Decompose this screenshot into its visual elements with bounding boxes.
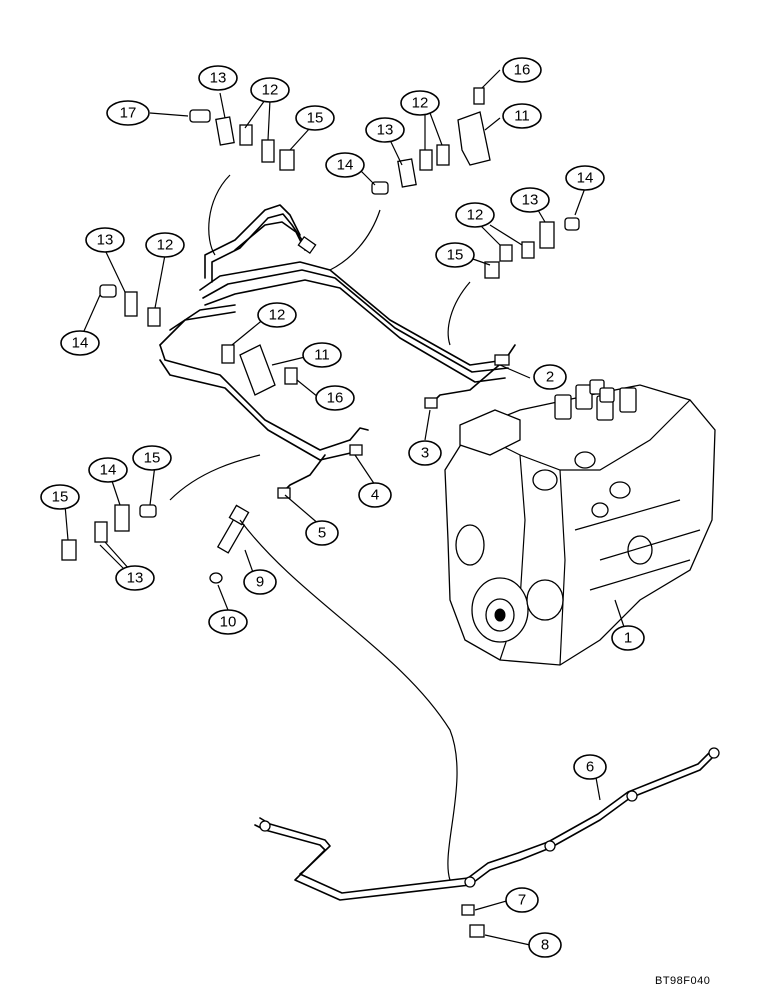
callout-13: 13	[510, 187, 550, 213]
callout-13: 13	[198, 65, 238, 91]
callout-label: 12	[157, 237, 174, 254]
callout-13: 14	[88, 457, 128, 483]
callouts: 17 13 12 15 16 11 12 13 14 14 13 12 15 1…	[40, 57, 645, 958]
callout-13: 13	[85, 227, 125, 253]
callout-12: 12	[400, 90, 440, 116]
callout-label: 15	[52, 489, 69, 506]
injection-pump	[444, 379, 716, 666]
callout-label: 8	[541, 937, 549, 954]
callout-label: 13	[97, 232, 114, 249]
callout-label: 14	[72, 335, 89, 352]
callout-14: 15	[132, 445, 172, 471]
callout-12: 12	[455, 202, 495, 228]
clamp-hardware	[61, 87, 580, 938]
callout-12: 12	[145, 232, 185, 258]
callout-label: 15	[447, 247, 464, 264]
callout-label: 6	[586, 759, 594, 776]
callout-13: 13	[365, 117, 405, 143]
callout-14: 14	[565, 165, 605, 191]
callout-11: 11	[302, 342, 342, 368]
callout-label: 4	[371, 487, 379, 504]
callout-16: 16	[502, 57, 542, 83]
callout-label: 12	[262, 82, 279, 99]
callout-label: 12	[269, 307, 286, 324]
callout-8: 8	[528, 932, 562, 958]
callout-label: 13	[522, 192, 539, 209]
callout-15: 15	[40, 484, 80, 510]
callout-7: 7	[505, 887, 539, 913]
callout-1: 1	[611, 625, 645, 651]
leader-lines	[64, 69, 626, 946]
callout-16: 16	[315, 385, 355, 411]
callout-14: 14	[325, 152, 365, 178]
callout-label: 15	[307, 110, 324, 127]
callout-label: 12	[467, 207, 484, 224]
callout-label: 14	[577, 170, 594, 187]
callout-label: 16	[327, 390, 344, 407]
callout-label: 13	[377, 122, 394, 139]
callout-2: 2	[533, 364, 567, 390]
callout-label: 13	[210, 70, 227, 87]
callout-12: 13	[115, 565, 155, 591]
leak-off-line	[254, 747, 720, 901]
callout-14: 14	[60, 330, 100, 356]
callout-12: 12	[250, 77, 290, 103]
callout-label: 9	[256, 574, 264, 591]
callout-label: 17	[120, 105, 137, 122]
callout-label: 14	[337, 157, 354, 174]
callout-6: 6	[573, 754, 607, 780]
callout-label: 5	[318, 525, 326, 542]
callout-label: 3	[421, 445, 429, 462]
callout-label: 11	[314, 347, 330, 364]
callout-17: 17	[106, 100, 150, 126]
callout-label: 2	[546, 369, 554, 386]
callout-4: 4	[358, 482, 392, 508]
callout-label: 1	[624, 630, 632, 647]
callout-12: 12	[257, 302, 297, 328]
injector	[209, 504, 458, 881]
callout-11: 11	[502, 103, 542, 129]
callout-15: 15	[295, 105, 335, 131]
callout-label: 16	[514, 62, 531, 79]
callout-9: 9	[243, 569, 277, 595]
callout-label: 10	[220, 614, 237, 631]
callout-15: 15	[435, 242, 475, 268]
callout-label: 12	[412, 95, 429, 112]
callout-label: 15	[144, 450, 161, 467]
callout-10: 10	[208, 609, 248, 635]
delivery-valves	[554, 379, 637, 421]
callout-label: 11	[514, 108, 530, 125]
callout-3: 3	[408, 440, 442, 466]
figure-reference-code: BT98F040	[655, 975, 711, 987]
callout-label: 14	[100, 462, 117, 479]
callout-label: 13	[127, 570, 144, 587]
callout-label: 7	[518, 892, 526, 909]
callout-5: 5	[305, 520, 339, 546]
